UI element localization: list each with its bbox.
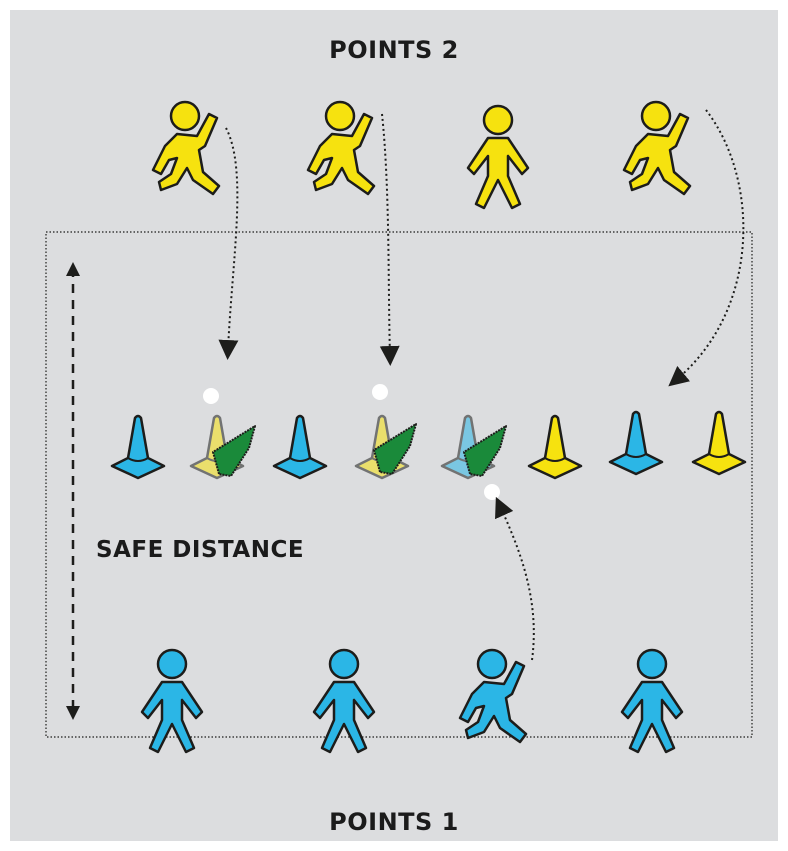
yellow-player-4	[622, 100, 692, 196]
points-2-label: POINTS 2	[329, 36, 459, 64]
path-arrow-4	[495, 496, 535, 661]
path-arrow-3	[668, 109, 745, 387]
path-arrow-1	[218, 127, 239, 360]
yellow-player-1	[151, 100, 221, 196]
points-1-label: POINTS 1	[329, 808, 459, 836]
ball-3	[484, 484, 500, 500]
blue-player-1	[140, 648, 204, 754]
safe-distance-label: SAFE DISTANCE	[96, 537, 305, 563]
cone-blue-knocked	[440, 414, 507, 480]
path-arrow-2	[379, 113, 400, 366]
ball-1	[203, 388, 219, 404]
cone-blue-1	[110, 414, 166, 480]
yellow-player-2	[306, 100, 376, 196]
ball-2	[372, 384, 388, 400]
cone-blue-2	[272, 414, 328, 480]
cone-yellow-knocked-1	[189, 414, 256, 480]
blue-player-2	[312, 648, 376, 754]
cone-yellow-2	[691, 410, 747, 476]
cone-blue-3	[608, 410, 664, 476]
cone-yellow-knocked-2	[354, 414, 417, 480]
cone-yellow-1	[527, 414, 583, 480]
yellow-player-3	[466, 104, 530, 210]
blue-player-3	[458, 648, 528, 744]
blue-player-4	[620, 648, 684, 754]
